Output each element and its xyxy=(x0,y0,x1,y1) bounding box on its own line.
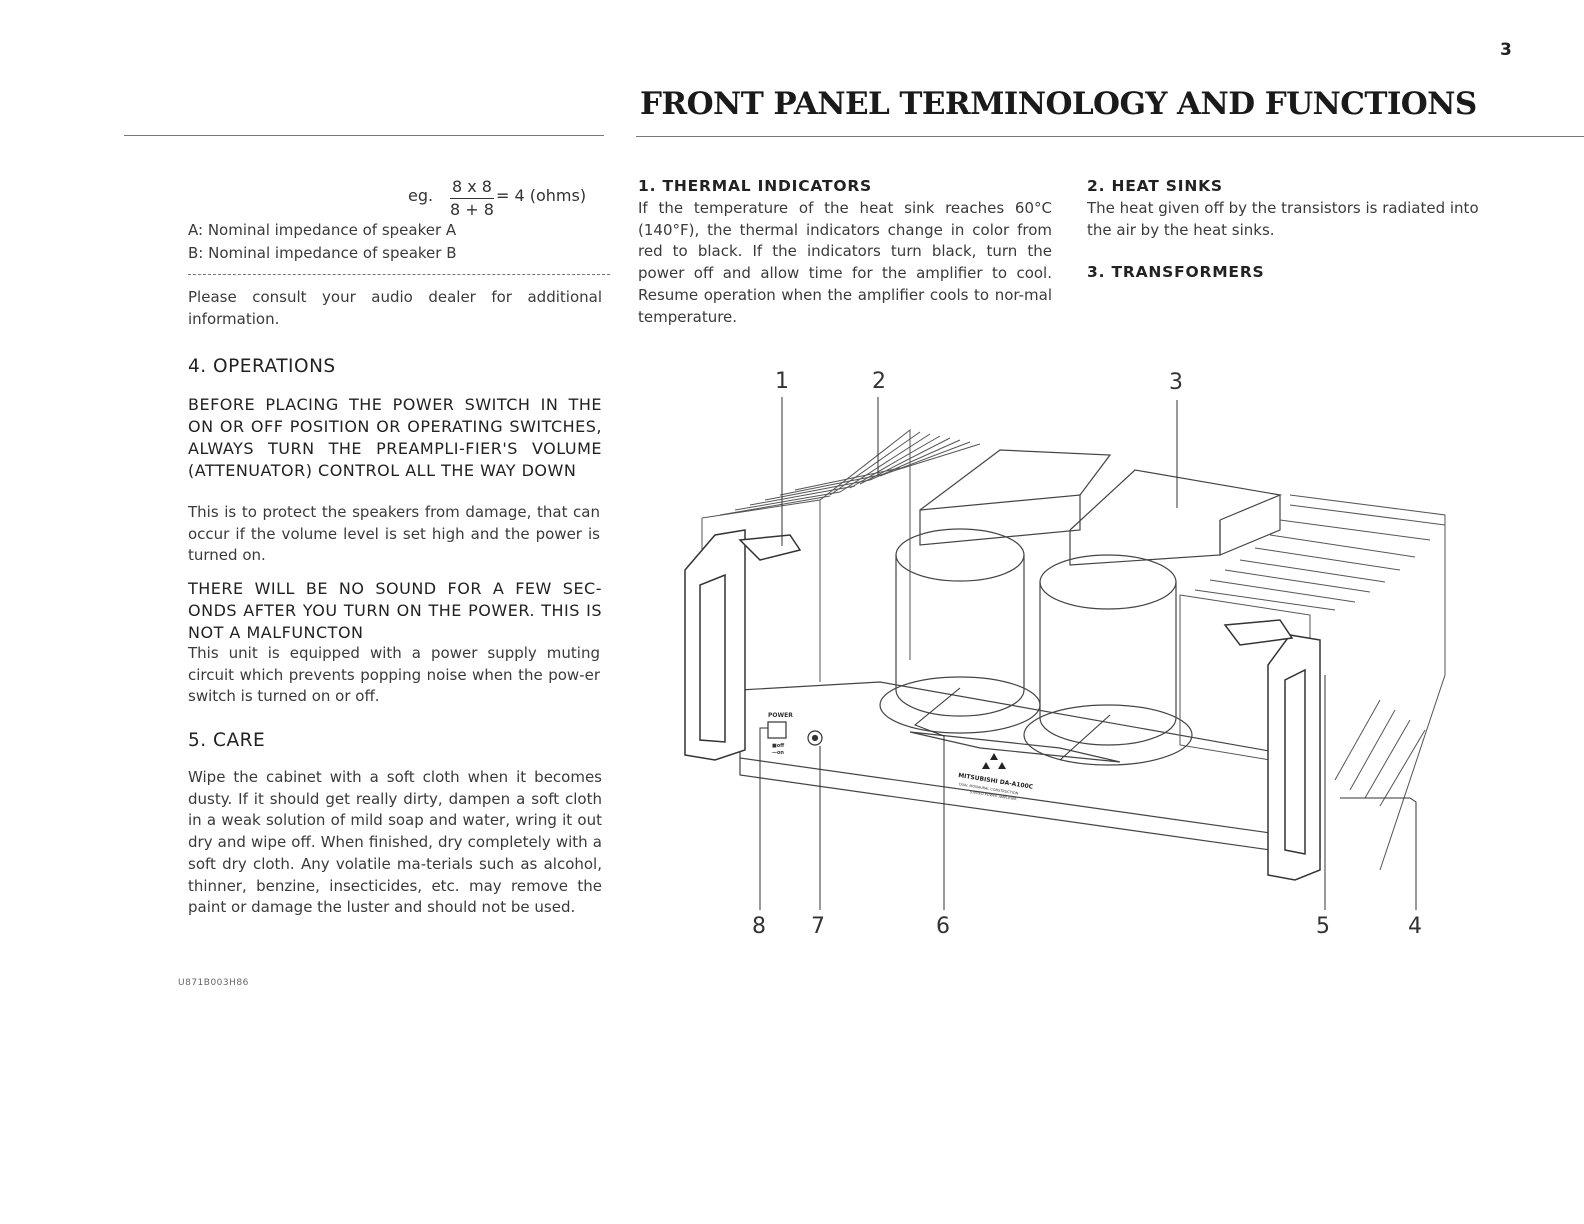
capacitor-right-body xyxy=(1039,582,1177,746)
left-fin-13 xyxy=(779,473,886,496)
operations-warning-1: BEFORE PLACING THE POWER SWITCH IN THE O… xyxy=(188,395,602,480)
power-label: POWER xyxy=(768,712,793,719)
transformer-cover-right xyxy=(1069,520,1221,566)
right-fin-1 xyxy=(1194,589,1336,611)
dashed-divider xyxy=(188,274,610,275)
right-fin-4 xyxy=(1239,559,1386,583)
page-title: FRONT PANEL TERMINOLOGY AND FUNCTIONS xyxy=(640,86,1477,122)
callout-3: 3 xyxy=(1169,370,1183,395)
formula-numerator: 8 x 8 xyxy=(450,176,494,199)
heat-sinks-heading: 2. HEAT SINKS xyxy=(1087,177,1223,195)
capacitor-left-body xyxy=(895,555,1025,717)
logo-diamond-top xyxy=(990,753,998,760)
right-fin-6 xyxy=(1269,534,1416,558)
left-fin-3 xyxy=(839,433,931,493)
callout-7: 7 xyxy=(811,914,825,939)
operations-heading: 4. OPERATIONS xyxy=(188,356,336,377)
right-fin-12 xyxy=(1379,729,1426,807)
chassis-bottom-edge xyxy=(739,758,1321,858)
legend-a: A: Nominal impedance of speaker A xyxy=(188,221,457,239)
switch-off-label: ■off xyxy=(772,743,785,749)
callout-1: 1 xyxy=(775,369,789,394)
callout-4: 4 xyxy=(1408,914,1422,939)
capacitor-left-top xyxy=(895,528,1025,582)
formula-fraction: 8 x 8 8 + 8 xyxy=(450,176,494,221)
thermal-indicator-right xyxy=(1223,619,1294,646)
leader-line-6 xyxy=(914,687,961,910)
right-fin-9 xyxy=(1334,699,1381,781)
callout-6: 6 xyxy=(936,914,950,939)
transformer-cover-left xyxy=(919,494,1081,546)
right-title-rule xyxy=(636,136,1584,137)
right-sink-face xyxy=(1179,595,1301,766)
right-fin-5 xyxy=(1254,547,1401,571)
logo-diamond-left xyxy=(982,762,990,769)
leader-line-4 xyxy=(1340,797,1417,910)
formula-result: = 4 (ohms) xyxy=(496,186,587,205)
left-handle-grip xyxy=(699,573,726,743)
leader-line-6b xyxy=(1059,714,1111,761)
callout-2: 2 xyxy=(872,369,886,394)
left-fin-6 xyxy=(869,439,961,481)
power-switch xyxy=(767,721,787,739)
left-fin-12 xyxy=(764,479,871,501)
right-fin-10 xyxy=(1349,709,1396,791)
formula-denominator: 8 + 8 xyxy=(450,200,494,219)
logo-diamond-right xyxy=(998,762,1006,769)
right-fin-2 xyxy=(1209,579,1356,603)
mitsubishi-logo xyxy=(982,753,1006,769)
left-fin-11 xyxy=(749,485,856,506)
switch-on-label: —on xyxy=(772,750,784,756)
operations-text-2: This unit is equipped with a power suppl… xyxy=(188,644,600,706)
chassis-top-edge xyxy=(739,681,1321,761)
operations-warning-2: THERE WILL BE NO SOUND FOR A FEW SEC-OND… xyxy=(188,579,602,642)
left-fin-1 xyxy=(819,428,911,660)
transformer-cover-right-top xyxy=(1069,469,1283,531)
capacitor-right-top xyxy=(1039,554,1177,610)
right-fin-11 xyxy=(1364,719,1411,799)
logo-plate xyxy=(909,731,1121,763)
left-fin-5 xyxy=(859,437,951,485)
left-fin-14 xyxy=(794,467,901,491)
capacitor-left-base xyxy=(879,676,1041,734)
left-heat-sink xyxy=(701,428,981,682)
transformer-cover-right-side xyxy=(1219,495,1281,556)
care-heading: 5. CARE xyxy=(188,730,266,751)
formula-prefix: eg. xyxy=(408,186,434,205)
care-text: Wipe the cabinet with a soft cloth when … xyxy=(188,768,602,917)
left-fin-8 xyxy=(889,443,981,473)
leader-line-8 xyxy=(759,727,768,910)
transformer-cover-left-top xyxy=(919,449,1112,511)
left-fin-4 xyxy=(849,435,941,489)
power-led-center xyxy=(811,734,819,742)
right-fin-3 xyxy=(1224,569,1371,593)
callout-8: 8 xyxy=(752,914,766,939)
front-panel-outline xyxy=(739,690,1321,841)
brand-subtext-2: STEREO POWER AMPLIFIER xyxy=(969,790,1017,801)
footer-code: U871B003H86 xyxy=(178,978,249,988)
left-fin-9 xyxy=(719,495,831,516)
right-fin-8 xyxy=(1289,504,1446,526)
transformers-heading: 3. TRANSFORMERS xyxy=(1087,263,1265,281)
callout-5: 5 xyxy=(1316,914,1330,939)
consult-dealer-text: Please consult your audio dealer for add… xyxy=(188,288,602,328)
heat-sinks-text: The heat given off by the transistors is… xyxy=(1087,199,1479,239)
amplifier-illustration: POWER ■off —on MITSUBISHI DA-A100C DUAL … xyxy=(684,397,1446,910)
right-fin-7 xyxy=(1279,519,1431,541)
operations-text-1: This is to protect the speakers from dam… xyxy=(188,503,600,565)
thermal-indicators-text: If the temperature of the heat sink reac… xyxy=(638,199,1052,326)
page-number: 3 xyxy=(1500,40,1512,60)
impedance-formula: eg. 8 x 8 8 + 8 = 4 (ohms) xyxy=(408,176,608,220)
left-title-rule xyxy=(124,135,604,136)
left-fin-10 xyxy=(734,491,841,511)
right-handle-grip xyxy=(1284,668,1306,855)
legend-b: B: Nominal impedance of speaker B xyxy=(188,244,457,262)
right-sink-outline xyxy=(1289,494,1446,871)
right-heat-sink xyxy=(1179,494,1446,871)
thermal-indicators-heading: 1. THERMAL INDICATORS xyxy=(638,177,873,195)
thermal-indicator-left xyxy=(738,534,802,561)
capacitor-right-base xyxy=(1023,704,1193,766)
